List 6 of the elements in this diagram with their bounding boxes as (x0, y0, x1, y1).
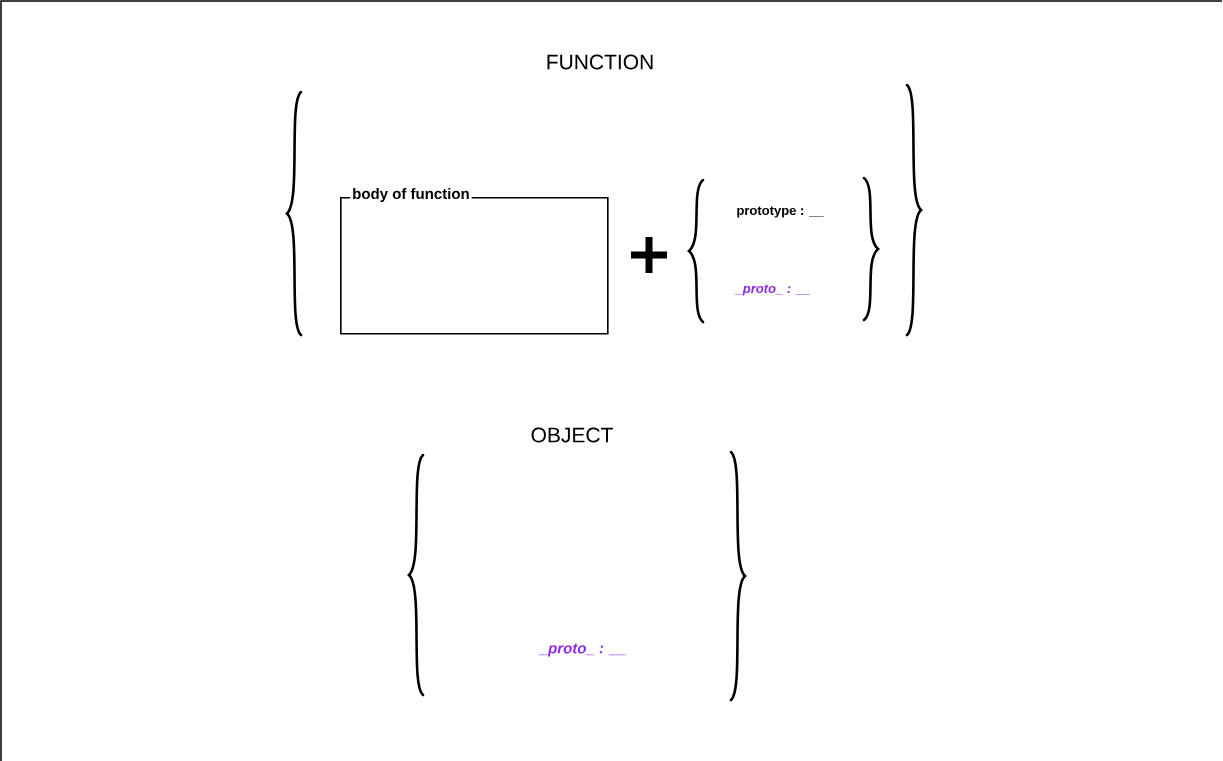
property-text: _proto_ : __ (538, 643, 626, 657)
property-text: _proto_ : __ (734, 284, 810, 296)
property-text: prototype : __ (737, 206, 824, 218)
heading: OBJECT (531, 427, 613, 443)
heading: FUNCTION (547, 54, 653, 70)
function-body-box: body of function (340, 186, 609, 335)
